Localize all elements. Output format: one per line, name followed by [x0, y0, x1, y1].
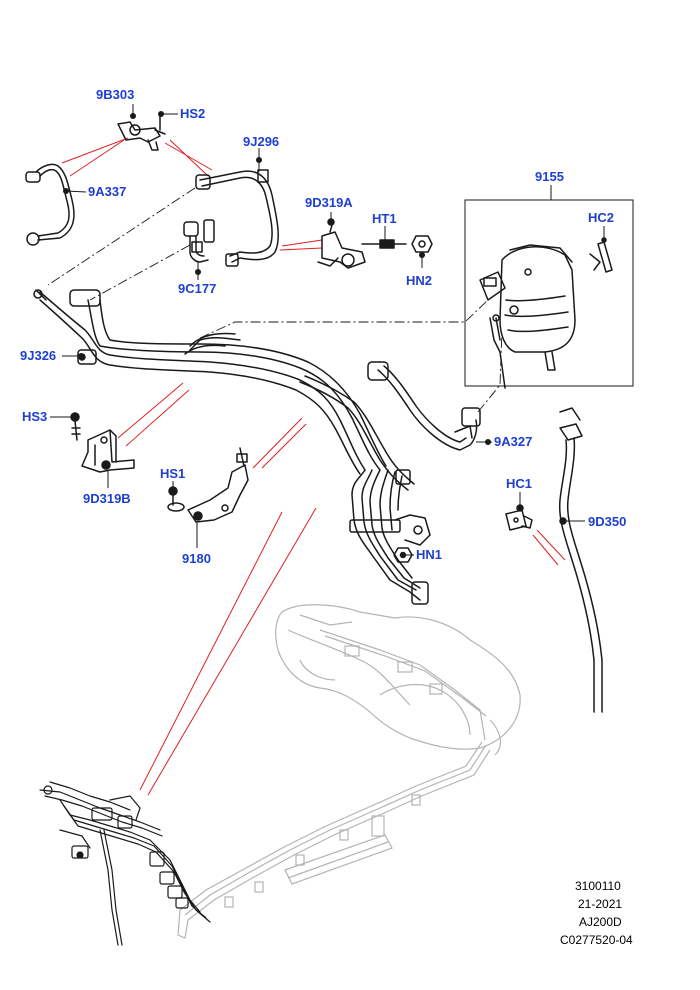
- screw-hs3: [70, 412, 81, 441]
- label-9a337: 9A337: [88, 184, 127, 199]
- clip-hc2: [589, 237, 613, 273]
- label-9a327: 9A327: [494, 434, 533, 449]
- label-9d319a: 9D319A: [305, 195, 353, 210]
- fuel-tank-outline: [177, 604, 521, 939]
- nut-hn2: [411, 235, 433, 253]
- label-hn1: HN1: [416, 547, 443, 562]
- leader-lines: [61, 137, 566, 796]
- label-9180: 9180: [182, 551, 211, 566]
- label-hs3: HS3: [22, 409, 48, 424]
- label-9155: 9155: [535, 169, 564, 184]
- reference-code-3: AJ200D: [579, 915, 622, 929]
- clip-hc1: [505, 504, 533, 531]
- label-hc2: HC2: [588, 210, 615, 225]
- reference-code-1: 3100110: [575, 879, 621, 893]
- label-9b303: 9B303: [96, 87, 135, 102]
- bracket-9d319a: [317, 218, 366, 269]
- hose-9j296: [195, 169, 279, 267]
- label-ht1: HT1: [372, 211, 397, 226]
- label-9j326: 9J326: [20, 348, 57, 363]
- hose-9a327: [367, 361, 481, 451]
- label-hc1: HC1: [506, 476, 533, 491]
- label-hs2: HS2: [180, 106, 206, 121]
- reference-code-4: C0277520-04: [560, 933, 633, 947]
- label-9d350: 9D350: [588, 514, 627, 529]
- bracket-9d319b: [81, 429, 135, 473]
- label-9d319b: 9D319B: [83, 491, 131, 506]
- part-9c177: [183, 219, 215, 263]
- label-9j296: 9J296: [243, 134, 280, 149]
- bracket-9180: [187, 447, 249, 523]
- harness-lower: [39, 781, 211, 946]
- filter-box: [464, 185, 634, 387]
- bracket-9b303: [117, 114, 166, 151]
- screw-hs1: [167, 486, 185, 512]
- pipe-9d350: [558, 407, 603, 713]
- label-hs1: HS1: [160, 466, 186, 481]
- label-hn2: HN2: [406, 273, 433, 288]
- reference-code-2: 21-2021: [578, 897, 623, 911]
- hose-bundle-lower: [349, 469, 431, 605]
- label-leaders: [50, 104, 605, 556]
- hose-9a337: [25, 163, 75, 246]
- parts-drawings: [25, 111, 613, 946]
- connection-lines: [47, 187, 503, 413]
- hose-bundle-9j326: [33, 289, 415, 491]
- filter-9155: [479, 244, 576, 389]
- label-9c177: 9C177: [178, 281, 217, 296]
